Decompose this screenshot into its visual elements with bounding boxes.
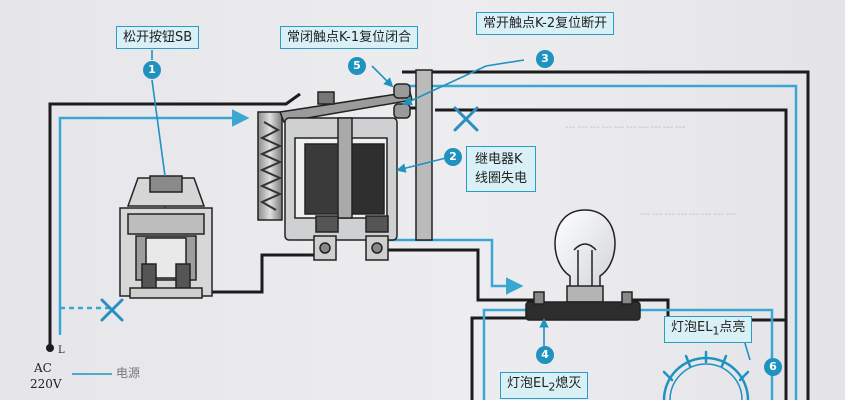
current-lamp-bottom bbox=[482, 308, 526, 400]
power-source-label: 电源 bbox=[116, 366, 141, 380]
wire-k1-top bbox=[402, 70, 810, 400]
relay-k bbox=[257, 69, 433, 261]
label-lamp1-sub: 1 bbox=[712, 324, 720, 338]
label-relay-line2: 线圈失电 bbox=[475, 171, 528, 186]
badge-3: 3 bbox=[536, 50, 554, 68]
label-lamp2: 灯泡EL2熄灭 bbox=[500, 372, 589, 399]
cross-marks bbox=[100, 106, 479, 322]
power-ac-label: AC bbox=[34, 361, 52, 375]
background-text: ┄┄┄┄┄┄┄┄ bbox=[640, 205, 738, 225]
wire-lamp2-down bbox=[470, 316, 538, 400]
sb-button-switch bbox=[119, 175, 213, 299]
label-sb-button: 松开按钮SB bbox=[116, 26, 200, 49]
background-text: ┄┄┄┄┄┄┄┄┄┄ bbox=[565, 118, 688, 138]
label-k2-contact: 常开触点K-2复位断开 bbox=[476, 12, 615, 35]
label-lamp1-tail: 点亮 bbox=[719, 320, 746, 335]
current-k1-top bbox=[407, 84, 798, 400]
current-relay-lamp bbox=[388, 238, 524, 295]
label-lamp2-text: 灯泡EL bbox=[507, 376, 549, 391]
wire-k2-right bbox=[435, 108, 788, 400]
label-relay-line1: 继电器K bbox=[475, 152, 523, 167]
power-voltage-label: 220V bbox=[30, 377, 62, 391]
label-relay: 继电器K 线圈失电 bbox=[466, 146, 537, 192]
lamp-el2 bbox=[525, 209, 641, 321]
label-lamp2-sub: 2 bbox=[548, 380, 556, 394]
wire-relay-to-lamp bbox=[384, 248, 538, 302]
badge-2: 2 bbox=[444, 148, 462, 166]
badge-4: 4 bbox=[536, 346, 554, 364]
badge-5: 5 bbox=[348, 57, 366, 75]
label-k1-contact: 常闭触点K-1复位闭合 bbox=[280, 26, 419, 49]
wire-sb-to-relay bbox=[186, 253, 322, 294]
cross-left bbox=[100, 298, 124, 322]
terminal-L bbox=[46, 344, 54, 352]
wire-main-left bbox=[48, 92, 301, 318]
label-lamp1-text: 灯泡EL bbox=[671, 320, 713, 335]
badge-6: 6 bbox=[764, 358, 782, 376]
terminal-label: L bbox=[58, 345, 65, 356]
badge-1: 1 bbox=[143, 61, 161, 79]
label-lamp1: 灯泡EL1点亮 bbox=[664, 316, 753, 343]
label-lamp2-tail: 熄灭 bbox=[555, 376, 582, 391]
cross-k2 bbox=[453, 106, 479, 132]
relay-spring bbox=[259, 121, 283, 211]
current-main-in bbox=[58, 109, 250, 335]
lamp-el1 bbox=[662, 350, 750, 400]
